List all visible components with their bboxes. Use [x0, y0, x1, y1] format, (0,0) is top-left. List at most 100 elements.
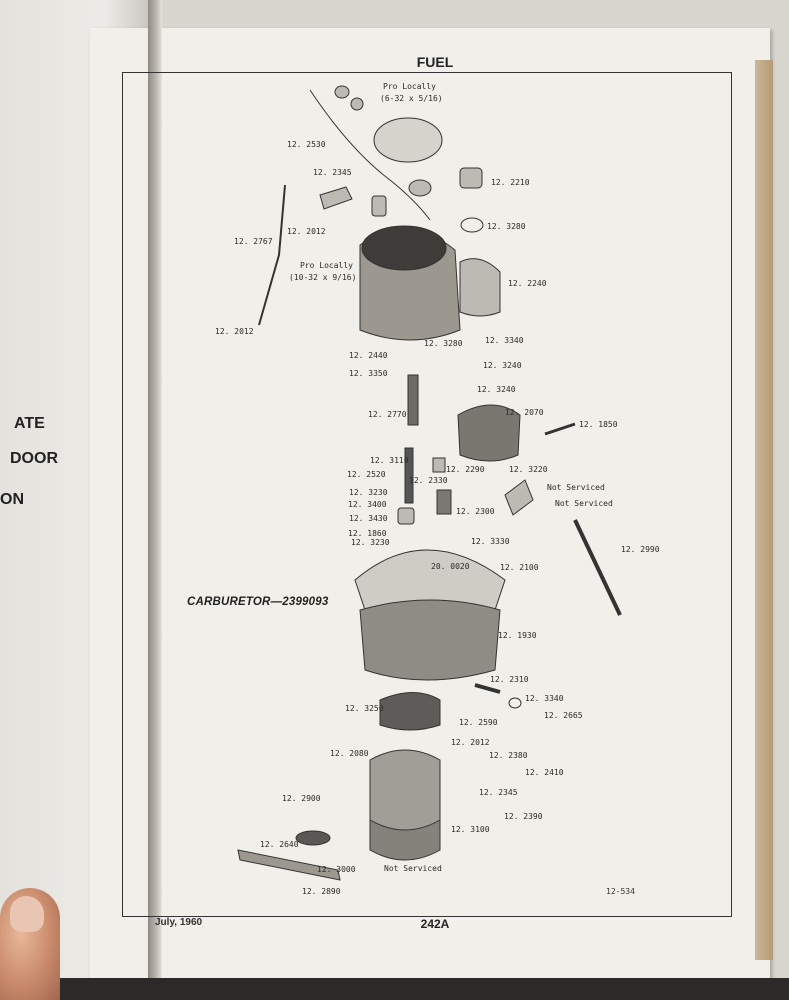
part-label: 12. 2900 [282, 794, 321, 803]
part-label: 12. 2380 [489, 751, 528, 760]
part-label: 12. 2310 [490, 675, 529, 684]
part-label: 12. 2890 [302, 887, 341, 896]
part-label: 20. 0020 [431, 562, 470, 571]
part-label: 12. 2767 [234, 237, 273, 246]
part-label: 12. 3340 [485, 336, 524, 345]
part-label: 12. 3430 [349, 514, 388, 523]
part-label: 12. 3280 [424, 339, 463, 348]
washer-part [408, 179, 432, 197]
not-serviced-note: Not Serviced [547, 483, 605, 492]
part-label: 12. 2012 [215, 327, 254, 336]
part-label: 12. 2345 [313, 168, 352, 177]
part-label: 12. 2520 [347, 470, 386, 479]
part-label: 12. 3230 [351, 538, 390, 547]
lever-part [319, 186, 353, 210]
page-number: 242A [420, 917, 450, 931]
screw-part [371, 195, 387, 217]
figure-reference-number: 12-534 [606, 887, 635, 896]
part-label: 12. 3110 [370, 456, 409, 465]
part-label: 12. 3350 [349, 369, 388, 378]
part-label: 12. 2080 [330, 749, 369, 758]
spring-part [404, 447, 414, 504]
choke-rod-part [258, 184, 286, 326]
page-edge-stack [755, 60, 773, 960]
washer-part [508, 697, 522, 709]
throttle-body-part [369, 749, 441, 837]
screw-part [474, 683, 501, 694]
choke-wire-part [309, 89, 431, 221]
pin-part [544, 422, 576, 436]
table-surface [0, 978, 789, 1000]
fitting-part [459, 167, 483, 189]
book-binding [148, 0, 162, 1000]
throttle-rod-part [573, 519, 622, 616]
part-label: 12. 2345 [479, 788, 518, 797]
needle-seat-part [436, 489, 452, 515]
part-label: 12. 2330 [409, 476, 448, 485]
jet-part [397, 507, 415, 525]
not-serviced-note: Not Serviced [555, 499, 613, 508]
throttle-plate-part [295, 830, 331, 846]
part-label: Pro Locally [300, 261, 353, 270]
part-label: 12. 1860 [348, 529, 387, 538]
part-label: 12. 2590 [459, 718, 498, 727]
page-header: FUEL [416, 54, 454, 70]
part-label: 12. 3240 [477, 385, 516, 394]
thumbnail-nail [10, 896, 44, 932]
air-horn-bore [361, 225, 447, 271]
part-label: (10-32 x 9/16) [289, 273, 357, 282]
part-label: 12. 3280 [487, 222, 526, 231]
part-label: 12. 3340 [525, 694, 564, 703]
rod-part [407, 374, 419, 426]
float-bowl-part [359, 599, 501, 681]
part-label: 12. 3400 [348, 500, 387, 509]
part-label: 12. 2770 [368, 410, 407, 419]
throttle-body-base [369, 819, 441, 861]
part-label: 12. 1850 [579, 420, 618, 429]
part-label: (6-32 x 5/16) [380, 94, 443, 103]
air-horn-boss [459, 258, 501, 317]
left-page-fragment-2: DOOR [10, 450, 58, 467]
part-label: 12. 2410 [525, 768, 564, 777]
part-label: 12. 2440 [349, 351, 388, 360]
bracket-part [504, 479, 534, 516]
part-label: 12. 3240 [483, 361, 522, 370]
part-label: Pro Locally [383, 82, 436, 91]
part-label: 12. 2240 [508, 279, 547, 288]
part-label: 12. 3220 [509, 465, 548, 474]
footer-date: July, 1960 [155, 917, 203, 928]
part-label: 12. 2290 [446, 465, 485, 474]
part-label: 12. 2012 [287, 227, 326, 236]
part-label: 12. 3000 [317, 865, 356, 874]
part-label: 12. 2210 [491, 178, 530, 187]
part-label: 12. 3250 [345, 704, 384, 713]
part-label: 12. 2530 [287, 140, 326, 149]
part-label: 12. 2640 [260, 840, 299, 849]
part-label: 12. 2070 [505, 408, 544, 417]
part-label: 12. 2390 [504, 812, 543, 821]
not-serviced-note: Not Serviced [384, 864, 442, 873]
throttle-lever-part [237, 849, 341, 881]
screw-part [334, 85, 350, 99]
part-label: 12. 2300 [456, 507, 495, 516]
left-page-fragment-1: ATE [14, 415, 45, 432]
needle-part [432, 457, 446, 473]
spring-part [350, 97, 364, 111]
venturi-part [379, 692, 441, 731]
choke-plate-part [373, 117, 443, 163]
part-label: 12. 2990 [621, 545, 660, 554]
part-label: 12. 2012 [451, 738, 490, 747]
part-label: 12. 3100 [451, 825, 490, 834]
figure-frame [122, 72, 732, 917]
part-label: 12. 2665 [544, 711, 583, 720]
accelerator-pump-part [457, 404, 521, 462]
left-page-fragment-3: ON [0, 491, 24, 508]
part-label: 12. 1930 [498, 631, 537, 640]
part-label: 12. 2100 [500, 563, 539, 572]
part-label: 12. 3330 [471, 537, 510, 546]
part-label: 12. 3230 [349, 488, 388, 497]
figure-title: CARBURETOR—2399093 [187, 596, 329, 608]
gasket-ring-part [460, 217, 484, 233]
